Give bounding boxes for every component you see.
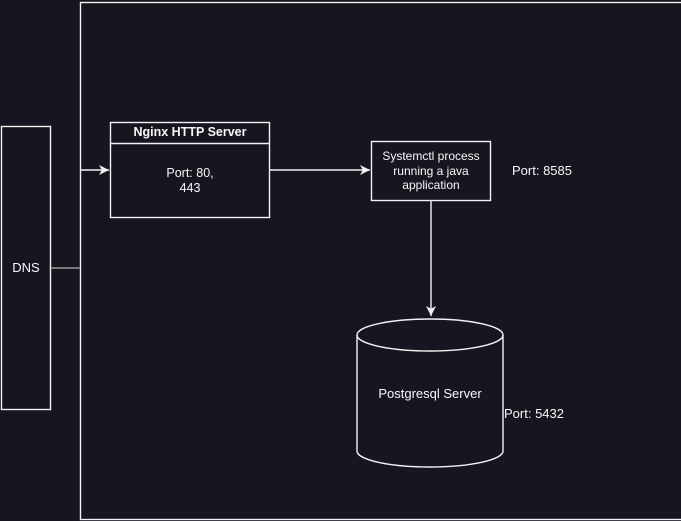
- boundary-rect[interactable]: [79, 1, 681, 521]
- postgres-cylinder[interactable]: [356, 318, 504, 468]
- systemctl-label: Systemctl process running a java applica…: [382, 149, 480, 193]
- nginx-port-label: Port: 80, 443: [166, 165, 214, 195]
- dns-node-box[interactable]: [0, 125, 52, 411]
- nginx-node-box[interactable]: [109, 121, 271, 219]
- systemctl-port-label: Port: 8585: [512, 163, 572, 179]
- dns-label: DNS: [12, 260, 40, 276]
- nginx-title: Nginx HTTP Server: [133, 125, 247, 139]
- postgres-port-label: Port: 5432: [504, 406, 564, 422]
- systemctl-node-box[interactable]: [370, 140, 492, 202]
- postgres-label: Postgresql Server: [378, 386, 482, 402]
